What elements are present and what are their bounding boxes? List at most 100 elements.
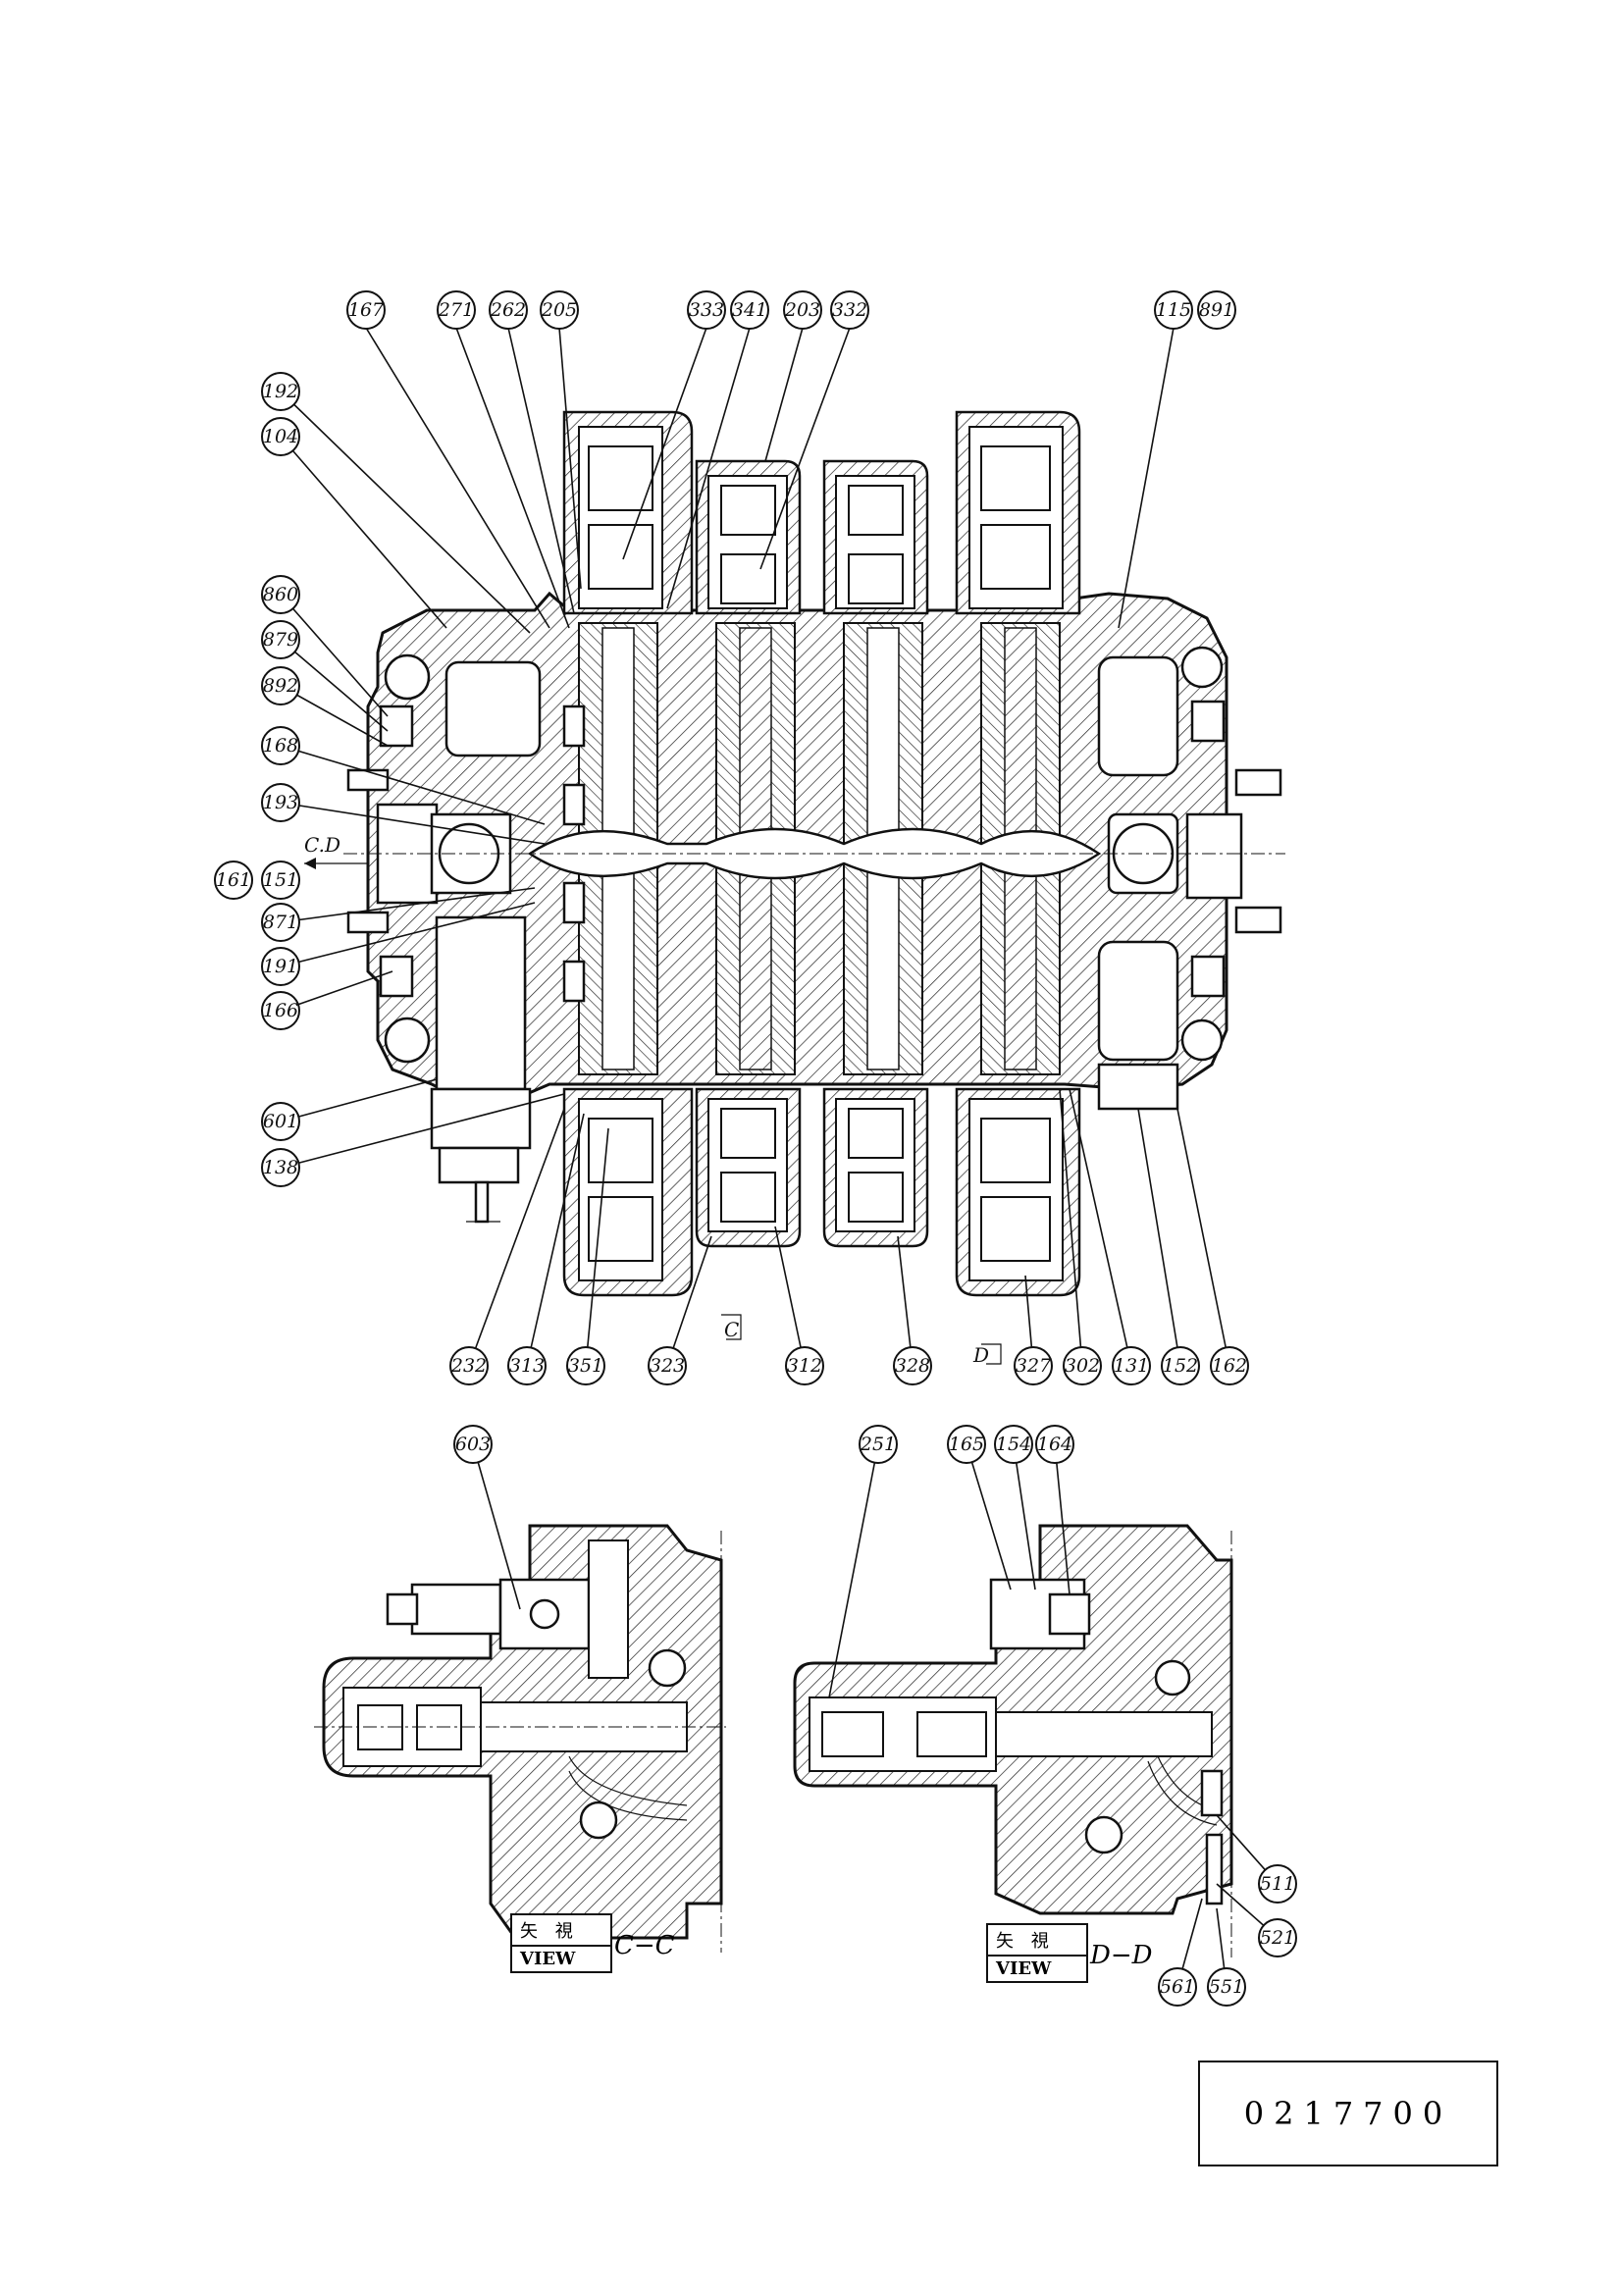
svg-text:351: 351 [568, 1355, 603, 1377]
svg-text:341: 341 [732, 299, 767, 321]
svg-text:302: 302 [1065, 1355, 1100, 1377]
right-port-plate [1185, 812, 1243, 900]
callout-193: 193 [261, 783, 300, 822]
svg-text:193: 193 [263, 792, 298, 813]
main-valve-section: C.D C D [304, 410, 1285, 1367]
callout-192: 192 [261, 372, 300, 411]
svg-text:262: 262 [490, 299, 526, 321]
svg-text:860: 860 [263, 584, 298, 605]
callout-603: 603 [453, 1425, 493, 1464]
svg-text:203: 203 [784, 299, 820, 321]
callout-165: 165 [947, 1425, 986, 1464]
callout-271: 271 [437, 290, 476, 330]
callout-892: 892 [261, 666, 300, 705]
section-mark-c: C [724, 1318, 739, 1341]
callout-203: 203 [783, 290, 822, 330]
relief-valve-601 [435, 915, 527, 1091]
svg-text:104: 104 [263, 426, 298, 447]
mount-hole-upper-right [1180, 646, 1224, 689]
callout-327: 327 [1014, 1346, 1053, 1385]
callout-333: 333 [687, 290, 726, 330]
callout-161: 161 [214, 861, 253, 900]
callout-162: 162 [1210, 1346, 1249, 1385]
svg-text:892: 892 [263, 675, 298, 697]
flow-arrow-label: C.D [304, 833, 340, 857]
svg-text:151: 151 [263, 869, 298, 891]
callout-328: 328 [893, 1346, 932, 1385]
callout-511: 511 [1258, 1864, 1297, 1904]
svg-text:191: 191 [263, 956, 298, 977]
callout-232: 232 [449, 1346, 489, 1385]
svg-text:313: 313 [509, 1355, 545, 1377]
mount-hole-lower-left [384, 1017, 431, 1064]
callout-115: 115 [1154, 290, 1193, 330]
upper-right-cavity [1097, 655, 1179, 777]
svg-text:232: 232 [450, 1355, 487, 1377]
svg-text:327: 327 [1016, 1355, 1052, 1377]
mount-hole-upper-left [384, 653, 431, 701]
svg-text:521: 521 [1260, 1927, 1295, 1949]
callout-262: 262 [489, 290, 528, 330]
view-cc-section [314, 1524, 726, 1953]
callout-313: 313 [507, 1346, 547, 1385]
svg-text:551: 551 [1209, 1976, 1244, 1998]
svg-text:152: 152 [1163, 1355, 1198, 1377]
drawing-number: 0217700 [1243, 2095, 1453, 2132]
view-dd-en: VIEW [996, 1958, 1052, 1979]
callout-551: 551 [1207, 1967, 1246, 2007]
svg-text:561: 561 [1160, 1976, 1195, 1998]
svg-text:312: 312 [787, 1355, 822, 1377]
callout-166: 166 [261, 991, 300, 1030]
svg-text:603: 603 [455, 1434, 491, 1455]
relief-cap [430, 1087, 532, 1150]
svg-text:323: 323 [650, 1355, 685, 1377]
callout-152: 152 [1161, 1346, 1200, 1385]
callout-871: 871 [261, 903, 300, 942]
callout-168: 168 [261, 726, 300, 765]
view-dd-kanji: 矢 視 [988, 1925, 1086, 1957]
svg-text:166: 166 [263, 1000, 298, 1021]
callout-601: 601 [261, 1102, 300, 1141]
svg-text:511: 511 [1260, 1873, 1295, 1895]
callout-561: 561 [1158, 1967, 1197, 2007]
svg-text:165: 165 [949, 1434, 984, 1455]
svg-text:162: 162 [1212, 1355, 1247, 1377]
callout-167: 167 [346, 290, 386, 330]
svg-text:167: 167 [348, 299, 385, 321]
main-leaders [280, 327, 1230, 1367]
bolt-892 [379, 704, 414, 748]
svg-text:164: 164 [1037, 1434, 1072, 1455]
callout-891: 891 [1197, 290, 1236, 330]
lower-right-cavity [1097, 940, 1179, 1062]
view-cc-kanji: 矢 視 [512, 1915, 610, 1947]
svg-text:332: 332 [832, 299, 867, 321]
callout-164: 164 [1035, 1425, 1074, 1464]
bolt-166 [379, 955, 414, 998]
svg-text:871: 871 [263, 912, 298, 933]
callout-332: 332 [830, 290, 869, 330]
view-dd-label: 矢 視 VIEW D−D [986, 1923, 1152, 1983]
view-cc-section-name: C−C [614, 1931, 675, 1960]
section-mark-d: D [972, 1343, 989, 1367]
svg-text:131: 131 [1114, 1355, 1149, 1377]
callout-323: 323 [648, 1346, 687, 1385]
svg-text:271: 271 [438, 299, 474, 321]
svg-text:333: 333 [689, 299, 724, 321]
svg-text:161: 161 [216, 869, 251, 891]
callout-521: 521 [1258, 1918, 1297, 1957]
view-cc-label: 矢 視 VIEW C−C [510, 1913, 675, 1973]
svg-text:879: 879 [263, 629, 298, 651]
callout-879: 879 [261, 620, 300, 659]
svg-text:251: 251 [860, 1434, 896, 1455]
svg-text:891: 891 [1199, 299, 1234, 321]
svg-text:328: 328 [895, 1355, 930, 1377]
callout-251: 251 [859, 1425, 898, 1464]
view-dd-section-name: D−D [1090, 1941, 1153, 1970]
svg-text:168: 168 [263, 735, 298, 757]
callout-104: 104 [261, 417, 300, 456]
callout-351: 351 [566, 1346, 605, 1385]
upper-left-cavity [444, 660, 542, 757]
svg-text:138: 138 [263, 1157, 298, 1178]
svg-text:115: 115 [1156, 299, 1191, 321]
